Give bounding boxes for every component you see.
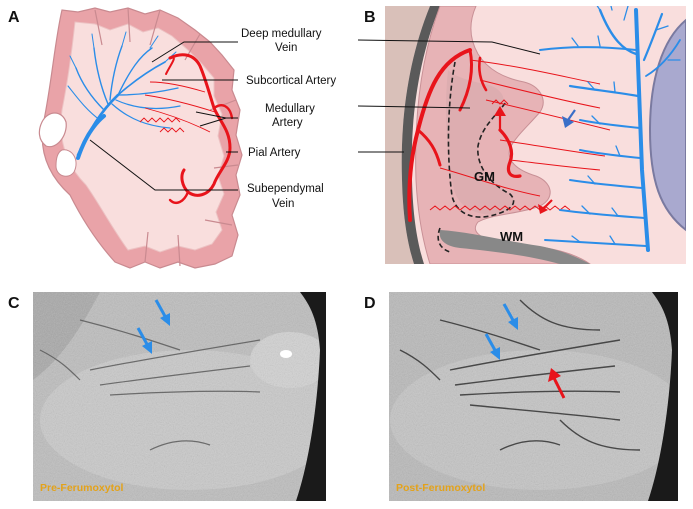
label-subependymal-vein-2: Vein: [272, 198, 294, 210]
skull-strip: [385, 6, 430, 264]
blue-arrows-d: [484, 303, 518, 360]
brain-section: [38, 7, 243, 269]
leader-lines-b: [357, 39, 541, 153]
panel-b: B: [357, 6, 686, 264]
red-arrow-b-2: [538, 199, 553, 214]
medullary-arteries-b: [429, 59, 611, 211]
gm-wm-boundary: [437, 61, 515, 253]
white-matter-lower: [439, 230, 590, 264]
panel-a: A: [8, 7, 336, 269]
panel-b-letter: B: [364, 9, 376, 26]
mri-vessels-post: [399, 299, 641, 451]
red-arrow-b: [494, 106, 506, 130]
subependymal-vein: [76, 114, 106, 160]
blue-arrow-b: [562, 109, 576, 128]
mri-post-edge-dark: [648, 292, 678, 501]
label-medullary-artery-2: Artery: [272, 117, 303, 129]
leader-lines-a: [89, 41, 238, 191]
ventricle: [38, 112, 67, 148]
red-arrow-d: [548, 368, 566, 399]
ventricle-lower: [55, 149, 77, 177]
mri-bright-spot: [280, 350, 292, 358]
medullary-arteries: [139, 81, 216, 133]
panel-c: C Pre-Ferumoxytol: [8, 292, 326, 501]
ventricle-b: [648, 18, 686, 232]
label-deep-medullary-vein: Deep medullary: [241, 28, 322, 40]
label-deep-medullary-vein-2: Vein: [275, 42, 297, 54]
panel-a-letter: A: [8, 9, 20, 26]
panel-c-letter: C: [8, 295, 20, 312]
deep-medullary-veins-b: [539, 6, 681, 252]
mri-vessels-pre: [39, 319, 261, 451]
label-pial-artery: Pial Artery: [248, 147, 301, 159]
label-subependymal-vein: Subependymal: [247, 183, 324, 195]
mri-post-noise: [389, 292, 678, 501]
panel-d: D: [364, 292, 678, 501]
caption-pre: Pre-Ferumoxytol: [40, 482, 124, 494]
label-medullary-artery: Medullary: [265, 103, 315, 115]
panel-d-letter: D: [364, 295, 376, 312]
blue-arrows-c: [136, 299, 170, 354]
mri-edge-dark: [296, 292, 326, 501]
pial-arteries: [165, 53, 234, 204]
label-subcortical-artery: Subcortical Artery: [246, 75, 336, 87]
mri-noise: [33, 292, 326, 501]
label-gm: GM: [474, 169, 495, 184]
caption-post: Post-Ferumoxytol: [396, 482, 485, 494]
label-wm: WM: [500, 229, 523, 244]
